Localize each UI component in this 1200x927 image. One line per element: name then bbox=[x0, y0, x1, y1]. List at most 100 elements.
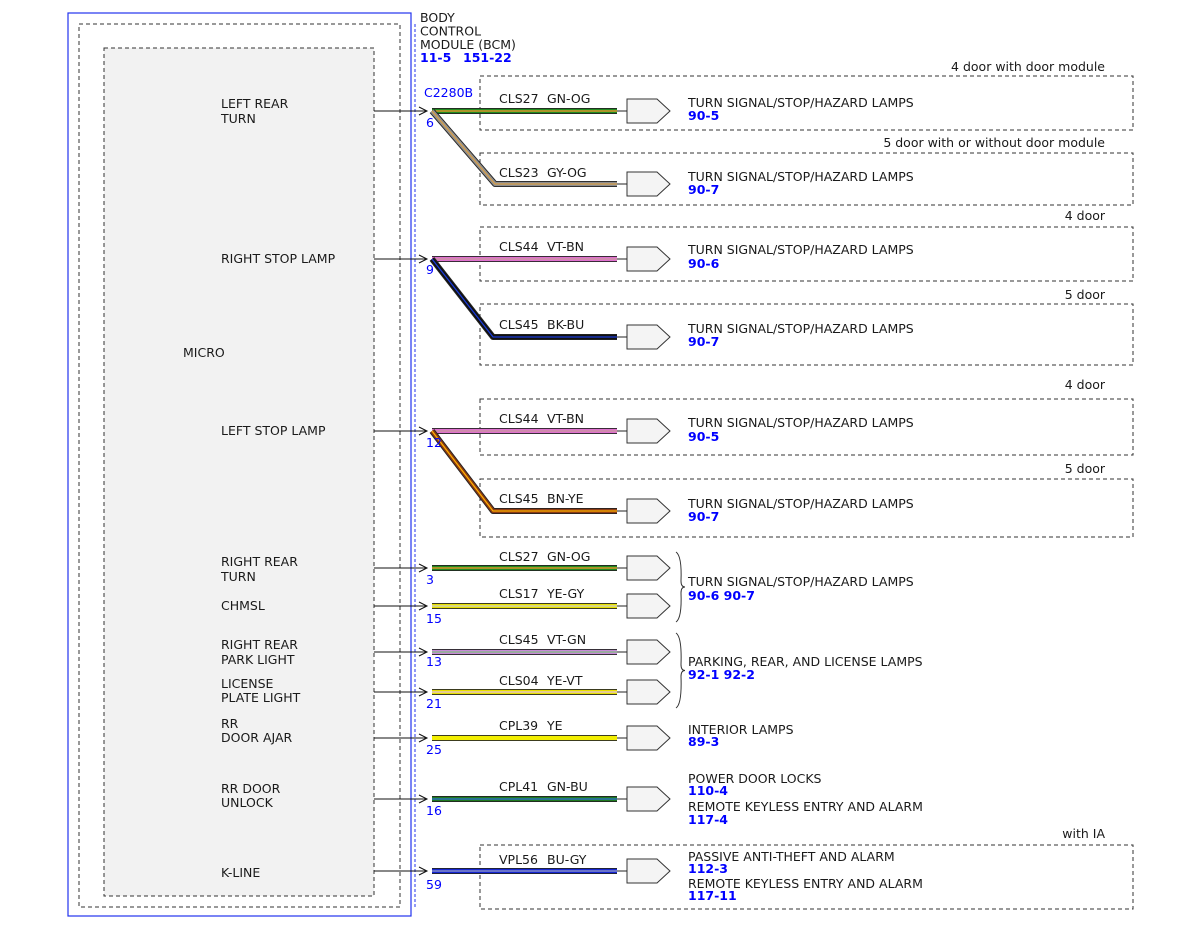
variant-label: 4 door bbox=[1065, 208, 1106, 223]
destination-ref: 92-1 92-2 bbox=[688, 667, 755, 682]
destination-ref: 90-5 bbox=[688, 429, 719, 444]
module-title-line: MODULE (BCM) bbox=[420, 37, 516, 52]
terminal-connector-icon bbox=[626, 725, 671, 751]
destination-label: TURN SIGNAL/STOP/HAZARD LAMPS bbox=[687, 321, 914, 336]
destination-label: TURN SIGNAL/STOP/HAZARD LAMPS bbox=[687, 415, 914, 430]
connector-id: C2280B bbox=[424, 85, 473, 100]
destination-ref: 117-11 bbox=[688, 888, 737, 903]
circuit-number: CLS45 bbox=[499, 491, 539, 506]
module-title-line: CONTROL bbox=[420, 24, 481, 39]
signal-label-right-rear-park-light: PARK LIGHT bbox=[221, 652, 295, 667]
destination-ref: 90-6 bbox=[688, 256, 720, 271]
circuit-number: CLS44 bbox=[499, 411, 539, 426]
arrow-icon bbox=[418, 601, 429, 611]
signal-label-rr-door-ajar: RR bbox=[221, 716, 239, 731]
signal-label-right-rear-park-light: RIGHT REAR bbox=[221, 637, 298, 652]
variant-boxes bbox=[479, 75, 1134, 910]
destination-label: TURN SIGNAL/STOP/HAZARD LAMPS bbox=[687, 242, 914, 257]
wire-stripe bbox=[431, 430, 617, 512]
terminal-connector-icon bbox=[626, 679, 671, 705]
circuit-number: CLS04 bbox=[499, 673, 539, 688]
module-title-line: BODY bbox=[420, 10, 455, 25]
arrow-icon bbox=[418, 733, 429, 743]
signal-label-left-rear-turn: LEFT REAR bbox=[221, 96, 289, 111]
pin-number: 25 bbox=[426, 742, 442, 757]
wire-stripe bbox=[431, 258, 617, 338]
destination-ref: 110-4 bbox=[688, 783, 728, 798]
wire-color-code: VT-BN bbox=[547, 239, 584, 254]
terminal-connector-icon bbox=[626, 639, 671, 665]
circuit-number: VPL56 bbox=[499, 852, 538, 867]
destination-ref: 90-6 90-7 bbox=[688, 588, 755, 603]
group-brace-icon bbox=[675, 551, 686, 623]
circuit-number: CPL39 bbox=[499, 718, 538, 733]
signal-label-chmsl: CHMSL bbox=[221, 598, 265, 613]
terminal-connector-icon bbox=[626, 171, 671, 197]
circuit-number: CLS45 bbox=[499, 632, 539, 647]
destination-label: POWER DOOR LOCKS bbox=[688, 771, 822, 786]
pin-number: 15 bbox=[426, 611, 442, 626]
circuit-number: CLS44 bbox=[499, 239, 539, 254]
arrow-icon bbox=[418, 866, 429, 876]
arrow-icon bbox=[418, 426, 429, 436]
wire-color-code: GN-OG bbox=[547, 549, 590, 564]
circuit-number: CLS17 bbox=[499, 586, 539, 601]
destination-label: PARKING, REAR, AND LICENSE LAMPS bbox=[688, 654, 923, 669]
arrow-icon bbox=[418, 106, 429, 116]
destination-label: TURN SIGNAL/STOP/HAZARD LAMPS bbox=[687, 496, 914, 511]
wire-color-code: YE-VT bbox=[546, 673, 583, 688]
pin-number: 16 bbox=[426, 803, 442, 818]
terminal-connector-icon bbox=[626, 98, 671, 124]
arrow-icon bbox=[418, 794, 429, 804]
destination-ref: 90-7 bbox=[688, 182, 719, 197]
circuit-number: CPL41 bbox=[499, 779, 538, 794]
destination-ref: 90-7 bbox=[688, 334, 719, 349]
destination-label: REMOTE KEYLESS ENTRY AND ALARM bbox=[688, 799, 923, 814]
destination-ref: 117-4 bbox=[688, 812, 728, 827]
signal-label-license-plate-light: PLATE LIGHT bbox=[221, 690, 301, 705]
signal-label-left-rear-turn: TURN bbox=[220, 111, 256, 126]
circuit-number: CLS45 bbox=[499, 317, 539, 332]
signal-label-right-stop-lamp: RIGHT STOP LAMP bbox=[221, 251, 336, 266]
signal-label-left-stop-lamp: LEFT STOP LAMP bbox=[221, 423, 326, 438]
destination-label: PASSIVE ANTI-THEFT AND ALARM bbox=[688, 849, 895, 864]
wire-color-code: YE-GY bbox=[546, 586, 585, 601]
terminal-connector-icon bbox=[626, 786, 671, 812]
wire-color-code: BN-YE bbox=[547, 491, 584, 506]
variant-box bbox=[479, 844, 1134, 910]
body-control-module bbox=[67, 12, 416, 917]
variant-box bbox=[479, 152, 1134, 206]
circuit-number: CLS27 bbox=[499, 549, 539, 564]
terminal-connector-icon bbox=[626, 246, 671, 272]
group-brace-icon bbox=[675, 632, 686, 709]
terminal-connector-icon bbox=[626, 418, 671, 444]
signal-label-rr-door-ajar: DOOR AJAR bbox=[221, 730, 293, 745]
destination-ref: 89-3 bbox=[688, 734, 719, 749]
module-ref: 151-22 bbox=[463, 50, 512, 65]
wire-color-code: GY-OG bbox=[547, 165, 587, 180]
terminal-connector-icon bbox=[626, 498, 671, 524]
wire-color-code: VT-BN bbox=[547, 411, 584, 426]
variant-label: 5 door with or without door module bbox=[883, 135, 1105, 150]
micro-block bbox=[103, 47, 375, 897]
wire-color-code: BU-GY bbox=[547, 852, 587, 867]
signal-label-right-rear-turn: RIGHT REAR bbox=[221, 554, 298, 569]
terminal-connector-icon bbox=[626, 858, 671, 884]
variant-label: 4 door bbox=[1065, 377, 1106, 392]
variant-label: 5 door bbox=[1065, 461, 1106, 476]
destination-label: TURN SIGNAL/STOP/HAZARD LAMPS bbox=[687, 169, 914, 184]
terminal-connector-icon bbox=[626, 324, 671, 350]
pin-number: 6 bbox=[426, 115, 434, 130]
signal-label-rr-door-unlock: UNLOCK bbox=[221, 795, 274, 810]
signal-label-right-rear-turn: TURN bbox=[220, 569, 256, 584]
variant-label: 5 door bbox=[1065, 287, 1106, 302]
terminal-connector-icon bbox=[626, 555, 671, 581]
wire-color-code: GN-OG bbox=[547, 91, 590, 106]
circuit-number: CLS23 bbox=[499, 165, 539, 180]
module-ref: 11-5 bbox=[420, 50, 451, 65]
pin-number: 21 bbox=[426, 696, 442, 711]
destination-label: INTERIOR LAMPS bbox=[688, 722, 794, 737]
variant-box bbox=[479, 226, 1134, 282]
